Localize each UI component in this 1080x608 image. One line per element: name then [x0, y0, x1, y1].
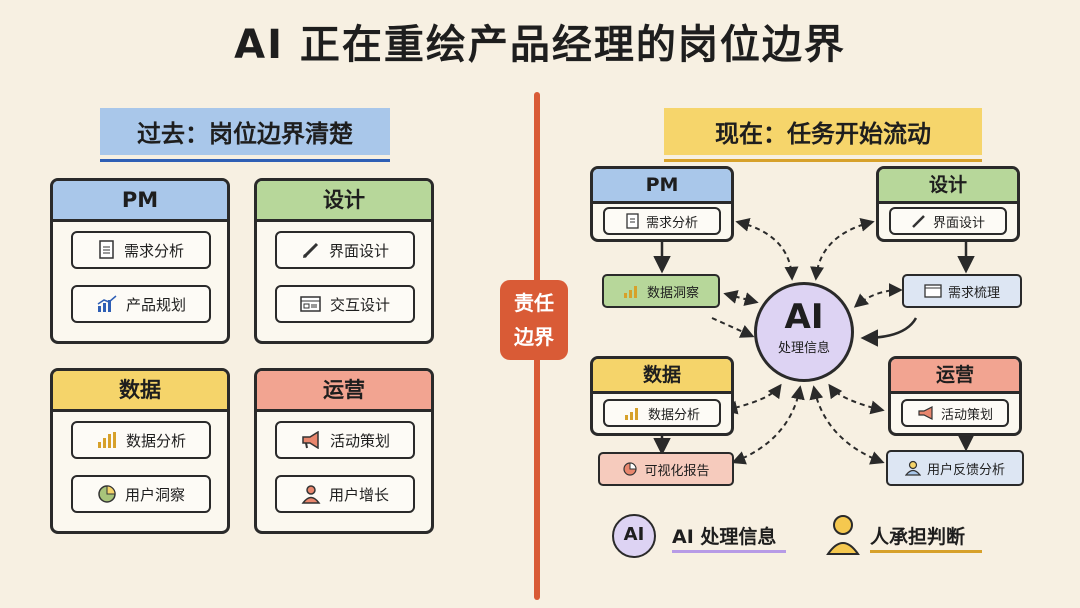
- now-design-extra-label: 需求梳理: [947, 285, 1000, 301]
- legend-ai-underline: [672, 550, 786, 553]
- now-design-label: 设计: [879, 169, 1017, 204]
- past-ops-label: 运营: [257, 371, 431, 412]
- megaphone-icon: [302, 431, 319, 449]
- past-data-item-2: 用户洞察: [71, 475, 211, 513]
- now-pm-item: 需求分析: [603, 207, 721, 235]
- right-heading-wrap: 现在：任务开始流动: [664, 108, 982, 162]
- right-heading: 现在：任务开始流动: [664, 108, 982, 155]
- legend-human-text: 人承担判断: [870, 526, 966, 548]
- past-pm-item-1-label: 需求分析: [123, 241, 184, 260]
- now-design-item-label: 界面设计: [932, 215, 985, 231]
- now-design-item: 界面设计: [889, 207, 1007, 235]
- page-title: AI 正在重绘产品经理的岗位边界: [234, 22, 846, 68]
- now-pm-box: PM 需求分析: [590, 166, 734, 242]
- ai-center-small: 处理信息: [777, 341, 830, 356]
- past-pm-box: PM 需求分析 产品规划: [50, 178, 230, 344]
- past-design-item-2: 交互设计: [275, 285, 415, 323]
- past-data-item-2-label: 用户洞察: [124, 485, 185, 504]
- ai-center-big: AI: [784, 297, 824, 337]
- past-ops-item-2: 用户增长: [275, 475, 415, 513]
- now-data-extra-label: 可视化报告: [644, 463, 710, 479]
- past-design-item-1-label: 界面设计: [328, 241, 389, 260]
- growth-chart-icon: [97, 295, 117, 312]
- past-data-label: 数据: [53, 371, 227, 412]
- now-ops-label: 运营: [891, 359, 1019, 394]
- browser-window-icon: [300, 296, 321, 312]
- bar-chart-icon: [624, 408, 638, 420]
- past-design-box: 设计 界面设计 交互设计: [254, 178, 434, 344]
- bar-chart-icon: [97, 432, 116, 448]
- now-pm-item-label: 需求分析: [645, 215, 698, 231]
- responsibility-boundary-label: 责任 边界: [500, 280, 568, 360]
- now-data-item: 数据分析: [603, 399, 721, 427]
- now-ops-extra: 用户反馈分析: [886, 450, 1024, 486]
- now-data-extra: 可视化报告: [598, 452, 734, 486]
- legend-ai-text: AI 处理信息: [672, 526, 777, 548]
- past-data-item-1: 数据分析: [71, 421, 211, 459]
- responsibility-line-1: 责任: [514, 291, 554, 315]
- responsibility-line-2: 边界: [514, 325, 554, 349]
- user-icon: [904, 460, 921, 476]
- now-data-box: 数据 数据分析: [590, 356, 734, 436]
- past-pm-label: PM: [53, 181, 227, 222]
- left-heading-wrap: 过去：岗位边界清楚: [100, 108, 390, 162]
- past-ops-item-2-label: 用户增长: [328, 485, 389, 504]
- past-data-box: 数据 数据分析 用户洞察: [50, 368, 230, 534]
- now-design-box: 设计 界面设计: [876, 166, 1020, 242]
- user-icon: [301, 485, 321, 504]
- now-data-item-label: 数据分析: [647, 407, 700, 423]
- ai-center-node: AI 处理信息: [754, 282, 854, 382]
- now-pm-extra-label: 数据洞察: [646, 285, 699, 301]
- left-heading: 过去：岗位边界清楚: [100, 108, 390, 155]
- past-pm-item-2-label: 产品规划: [125, 295, 186, 314]
- left-heading-underline: [100, 159, 390, 162]
- pencil-icon: [912, 215, 925, 228]
- right-heading-underline: [664, 159, 982, 162]
- pencil-icon: [302, 242, 319, 259]
- browser-window-icon: [924, 284, 942, 298]
- now-design-extra: 需求梳理: [902, 274, 1022, 308]
- now-data-label: 数据: [593, 359, 731, 394]
- pie-chart-icon: [98, 485, 116, 503]
- past-pm-item-2: 产品规划: [71, 285, 211, 323]
- past-design-item-2-label: 交互设计: [329, 295, 390, 314]
- past-design-item-1: 界面设计: [275, 231, 415, 269]
- past-design-label: 设计: [257, 181, 431, 222]
- past-ops-item-1-label: 活动策划: [329, 431, 390, 450]
- now-ops-item-label: 活动策划: [940, 407, 993, 423]
- now-pm-label: PM: [593, 169, 731, 204]
- now-ops-extra-label: 用户反馈分析: [926, 462, 1005, 478]
- past-data-item-1-label: 数据分析: [125, 431, 186, 450]
- legend-human-icon: [826, 515, 860, 555]
- now-pm-extra: 数据洞察: [602, 274, 720, 308]
- megaphone-icon: [918, 406, 933, 420]
- past-pm-item-1: 需求分析: [71, 231, 211, 269]
- now-ops-item: 活动策划: [901, 399, 1009, 427]
- past-ops-box: 运营 活动策划 用户增长: [254, 368, 434, 534]
- now-ops-box: 运营 活动策划: [888, 356, 1022, 436]
- past-ops-item-1: 活动策划: [275, 421, 415, 459]
- pie-chart-icon: [623, 462, 638, 476]
- document-icon: [99, 240, 114, 259]
- legend-human-underline: [870, 550, 982, 553]
- document-icon: [626, 213, 639, 229]
- bar-chart-icon: [623, 286, 637, 298]
- legend-ai-badge: AI: [612, 514, 656, 558]
